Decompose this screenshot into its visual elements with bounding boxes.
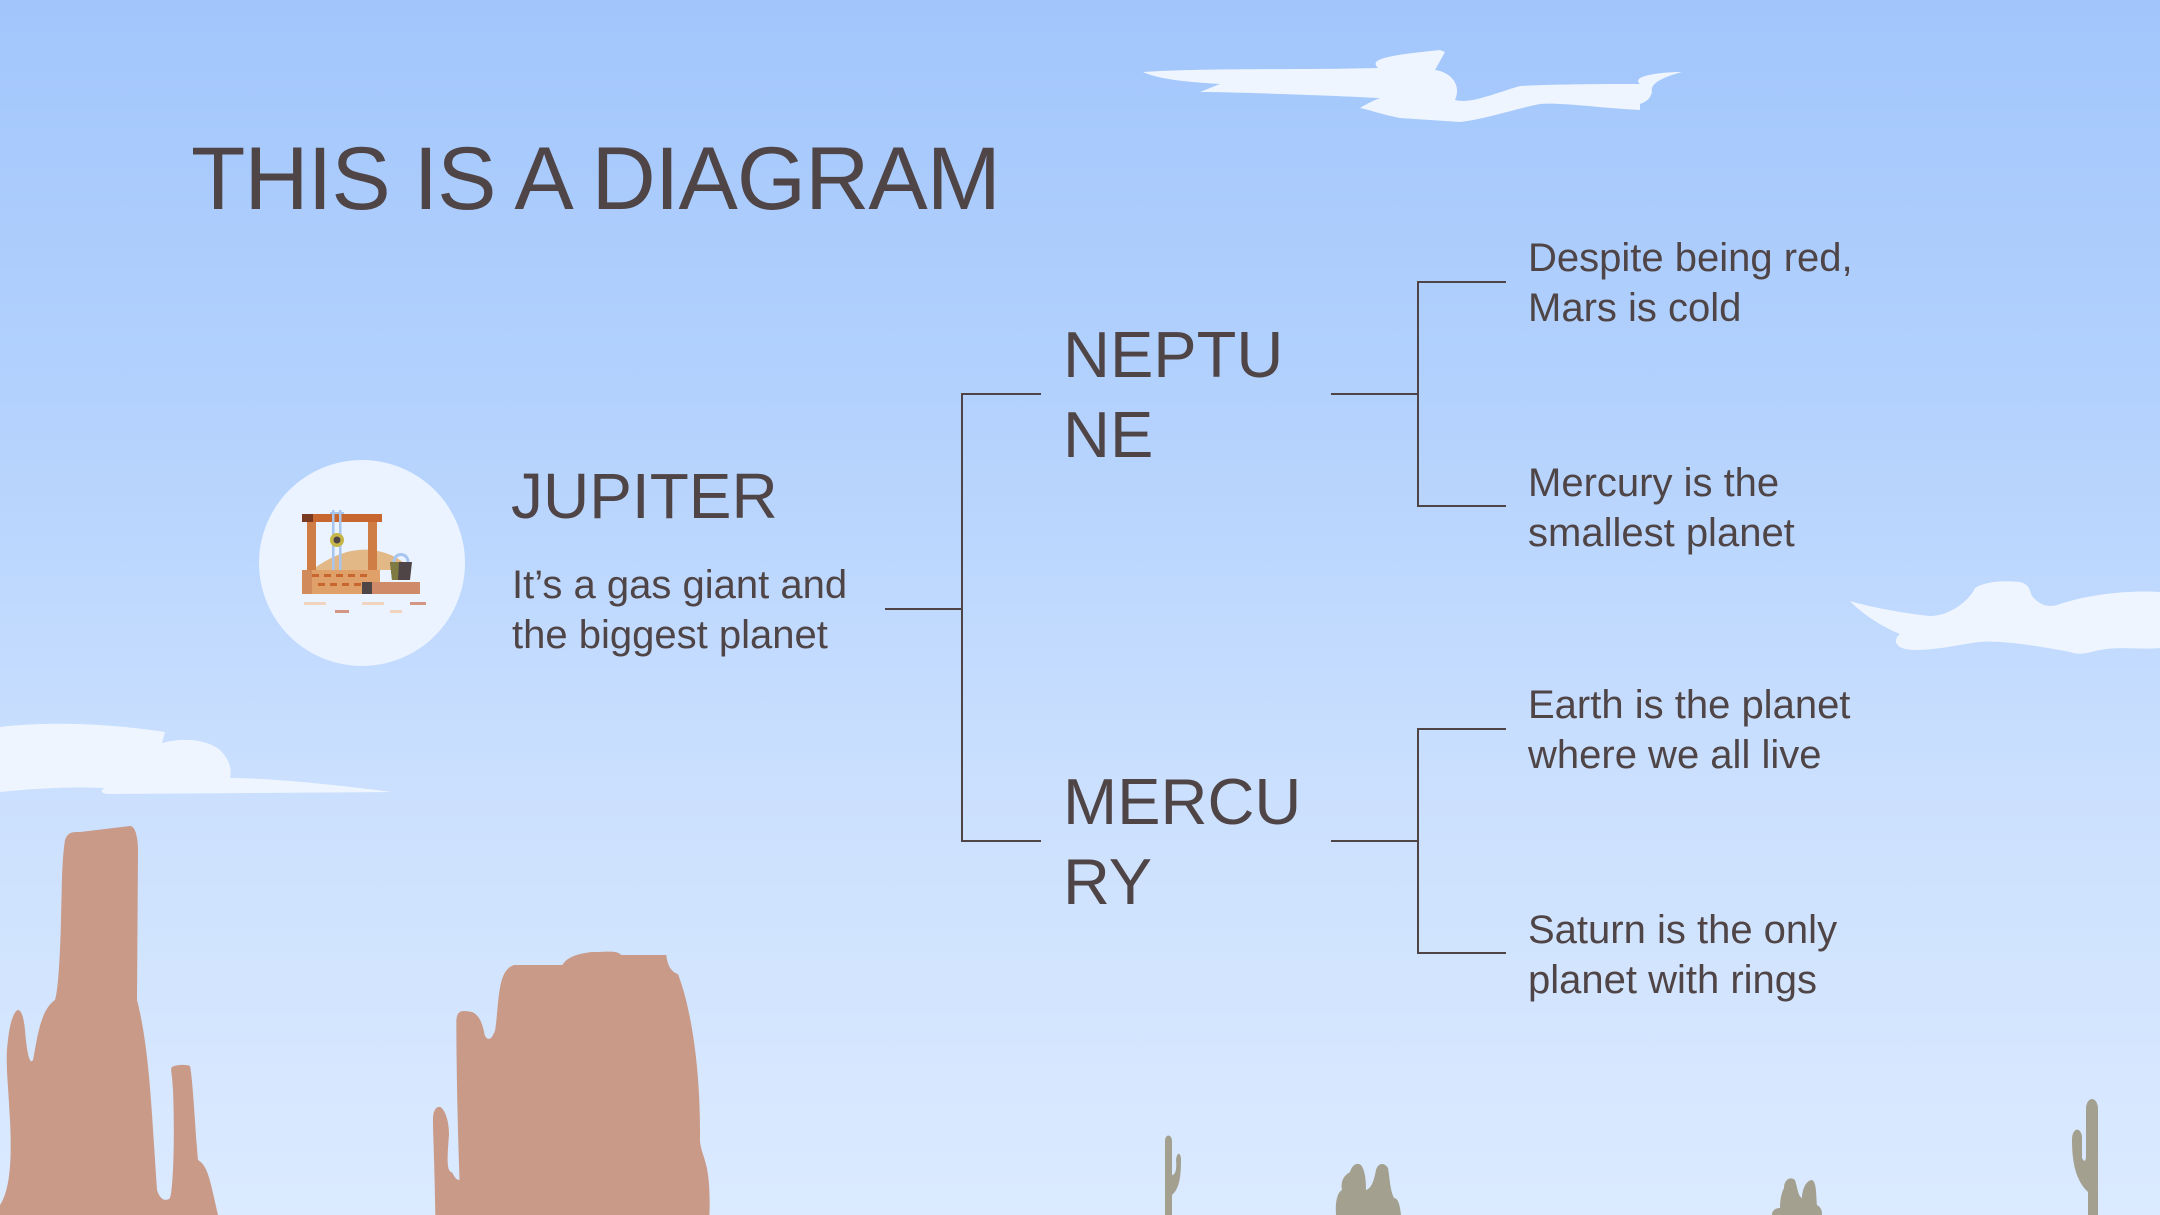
connector-leaf-1	[1417, 281, 1506, 283]
cloud-right	[1850, 581, 2160, 654]
connector-trunk	[961, 393, 963, 842]
connector-root	[885, 608, 963, 610]
cactus-tall	[2072, 1099, 2098, 1215]
cloud-left	[0, 723, 392, 794]
water-well-icon	[302, 510, 426, 613]
root-node-description: It’s a gas giant and the biggest planet	[512, 563, 848, 657]
cactus-small	[1165, 1135, 1181, 1215]
connector-branch-2-out	[1331, 840, 1419, 842]
rock-formation-left	[0, 826, 218, 1215]
connector-branch-2	[961, 840, 1041, 842]
connector-branch-1	[961, 393, 1041, 395]
slide-title: THIS IS A DIAGRAM	[191, 128, 1001, 228]
connector-branch-1-trunk	[1417, 281, 1419, 507]
bush-right	[1772, 1178, 1822, 1215]
connector-leaf-2	[1417, 505, 1506, 507]
root-node-title: JUPITER	[511, 460, 778, 532]
leaf-text: Despite being red, Mars is cold	[1528, 236, 1853, 330]
cloud-top	[1143, 50, 1682, 122]
bush-left	[1335, 1163, 1401, 1215]
branch-node-title: NEPTUNE	[1063, 318, 1284, 471]
branch-node-title: MERCURY	[1063, 765, 1302, 918]
connector-leaf-4	[1417, 952, 1506, 954]
root-icon-badge	[259, 460, 465, 666]
connector-leaf-3	[1417, 728, 1506, 730]
leaf-text: Mercury is the smallest planet	[1528, 461, 1795, 555]
rock-formation-center	[432, 951, 710, 1215]
connector-branch-2-trunk	[1417, 728, 1419, 954]
connector-branch-1-out	[1331, 393, 1419, 395]
leaf-text: Earth is the planet where we all live	[1528, 683, 1851, 777]
leaf-text: Saturn is the only planet with rings	[1528, 908, 1838, 1002]
